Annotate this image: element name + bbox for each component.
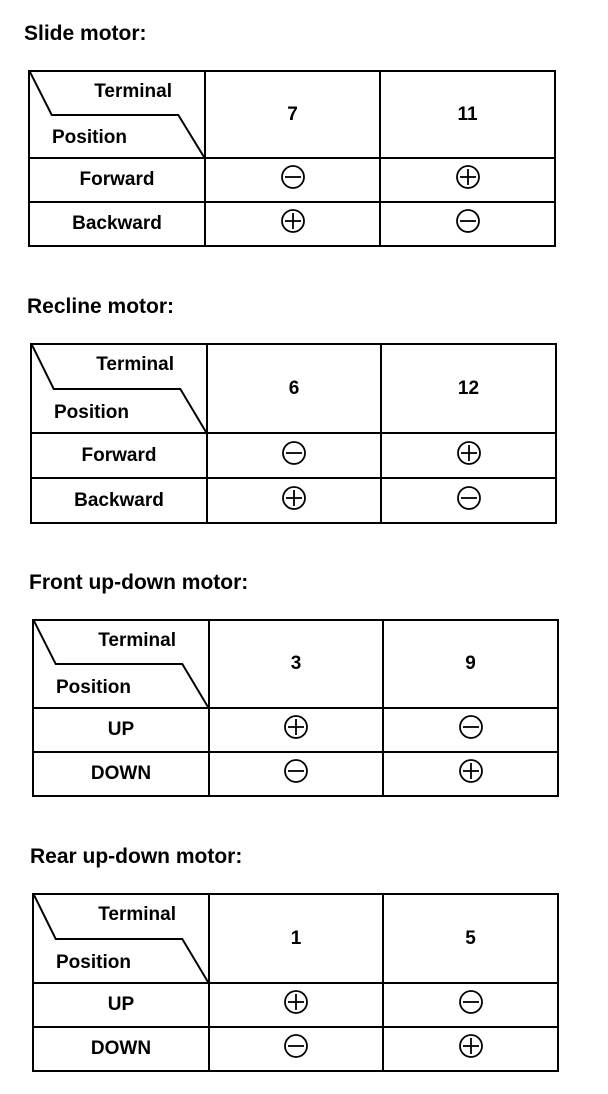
header-corner-cell: Terminal Position bbox=[30, 343, 208, 434]
position-label: Forward bbox=[30, 432, 208, 479]
plus-circle-icon bbox=[458, 758, 484, 790]
polarity-cell bbox=[208, 982, 384, 1028]
polarity-cell bbox=[382, 707, 559, 753]
terminal-header-label: Terminal bbox=[98, 630, 176, 651]
section-title: Rear up-down motor: bbox=[30, 845, 243, 868]
polarity-cell bbox=[382, 751, 559, 797]
section-title: Slide motor: bbox=[24, 22, 147, 45]
terminal-table: Terminal Position 7 11 Forward Backward bbox=[28, 70, 556, 247]
terminal-table: Terminal Position 3 9 UP DOWN bbox=[32, 619, 559, 797]
polarity-cell bbox=[204, 201, 381, 247]
minus-circle-icon bbox=[458, 714, 484, 746]
terminal-number: 12 bbox=[380, 343, 557, 434]
minus-circle-icon bbox=[458, 989, 484, 1021]
plus-circle-icon bbox=[283, 714, 309, 746]
terminal-number: 3 bbox=[208, 619, 384, 709]
table-row: Forward bbox=[28, 157, 556, 203]
terminal-number: 6 bbox=[206, 343, 382, 434]
polarity-cell bbox=[204, 157, 381, 203]
plus-circle-icon bbox=[458, 1033, 484, 1065]
header-corner-cell: Terminal Position bbox=[32, 893, 210, 984]
diagonal-divider bbox=[35, 896, 207, 981]
diagonal-divider bbox=[35, 622, 207, 706]
polarity-cell bbox=[382, 982, 559, 1028]
minus-circle-icon bbox=[283, 1033, 309, 1065]
plus-circle-icon bbox=[281, 485, 307, 517]
polarity-cell bbox=[382, 1026, 559, 1072]
table-header-row: Terminal Position 3 9 bbox=[32, 619, 559, 709]
terminal-number: 11 bbox=[379, 70, 556, 159]
position-label: UP bbox=[32, 982, 210, 1028]
terminal-table: Terminal Position 6 12 Forward Backward bbox=[30, 343, 557, 524]
minus-circle-icon bbox=[280, 164, 306, 196]
table-header-row: Terminal Position 1 5 bbox=[32, 893, 559, 984]
header-corner-cell: Terminal Position bbox=[28, 70, 206, 159]
minus-circle-icon bbox=[455, 208, 481, 240]
plus-circle-icon bbox=[283, 989, 309, 1021]
polarity-cell bbox=[206, 432, 382, 479]
position-label: UP bbox=[32, 707, 210, 753]
position-label: DOWN bbox=[32, 1026, 210, 1072]
table-row: UP bbox=[32, 707, 559, 753]
position-header-label: Position bbox=[52, 127, 127, 148]
terminal-header-label: Terminal bbox=[94, 81, 172, 102]
table-row: Backward bbox=[30, 477, 557, 524]
position-label: DOWN bbox=[32, 751, 210, 797]
terminal-number: 7 bbox=[204, 70, 381, 159]
minus-circle-icon bbox=[456, 485, 482, 517]
position-header-label: Position bbox=[56, 677, 131, 698]
terminal-header-label: Terminal bbox=[98, 904, 176, 925]
polarity-cell bbox=[379, 157, 556, 203]
table-header-row: Terminal Position 7 11 bbox=[28, 70, 556, 159]
minus-circle-icon bbox=[281, 440, 307, 472]
diagonal-divider bbox=[33, 346, 205, 431]
section-title: Front up-down motor: bbox=[29, 571, 249, 594]
terminal-table: Terminal Position 1 5 UP DOWN bbox=[32, 893, 559, 1072]
table-row: DOWN bbox=[32, 751, 559, 797]
terminal-number: 1 bbox=[208, 893, 384, 984]
position-label: Backward bbox=[28, 201, 206, 247]
table-row: Backward bbox=[28, 201, 556, 247]
terminal-number: 5 bbox=[382, 893, 559, 984]
polarity-cell bbox=[379, 201, 556, 247]
diagonal-divider bbox=[31, 73, 203, 156]
position-header-label: Position bbox=[56, 952, 131, 973]
minus-circle-icon bbox=[283, 758, 309, 790]
plus-circle-icon bbox=[456, 440, 482, 472]
polarity-cell bbox=[208, 707, 384, 753]
polarity-cell bbox=[380, 477, 557, 524]
section-title: Recline motor: bbox=[27, 295, 175, 318]
header-corner-cell: Terminal Position bbox=[32, 619, 210, 709]
position-header-label: Position bbox=[54, 402, 129, 423]
polarity-cell bbox=[208, 1026, 384, 1072]
table-header-row: Terminal Position 6 12 bbox=[30, 343, 557, 434]
polarity-cell bbox=[206, 477, 382, 524]
polarity-cell bbox=[380, 432, 557, 479]
terminal-number: 9 bbox=[382, 619, 559, 709]
table-row: Forward bbox=[30, 432, 557, 479]
table-row: DOWN bbox=[32, 1026, 559, 1072]
terminal-header-label: Terminal bbox=[96, 354, 174, 375]
polarity-cell bbox=[208, 751, 384, 797]
plus-circle-icon bbox=[455, 164, 481, 196]
position-label: Forward bbox=[28, 157, 206, 203]
position-label: Backward bbox=[30, 477, 208, 524]
plus-circle-icon bbox=[280, 208, 306, 240]
table-row: UP bbox=[32, 982, 559, 1028]
